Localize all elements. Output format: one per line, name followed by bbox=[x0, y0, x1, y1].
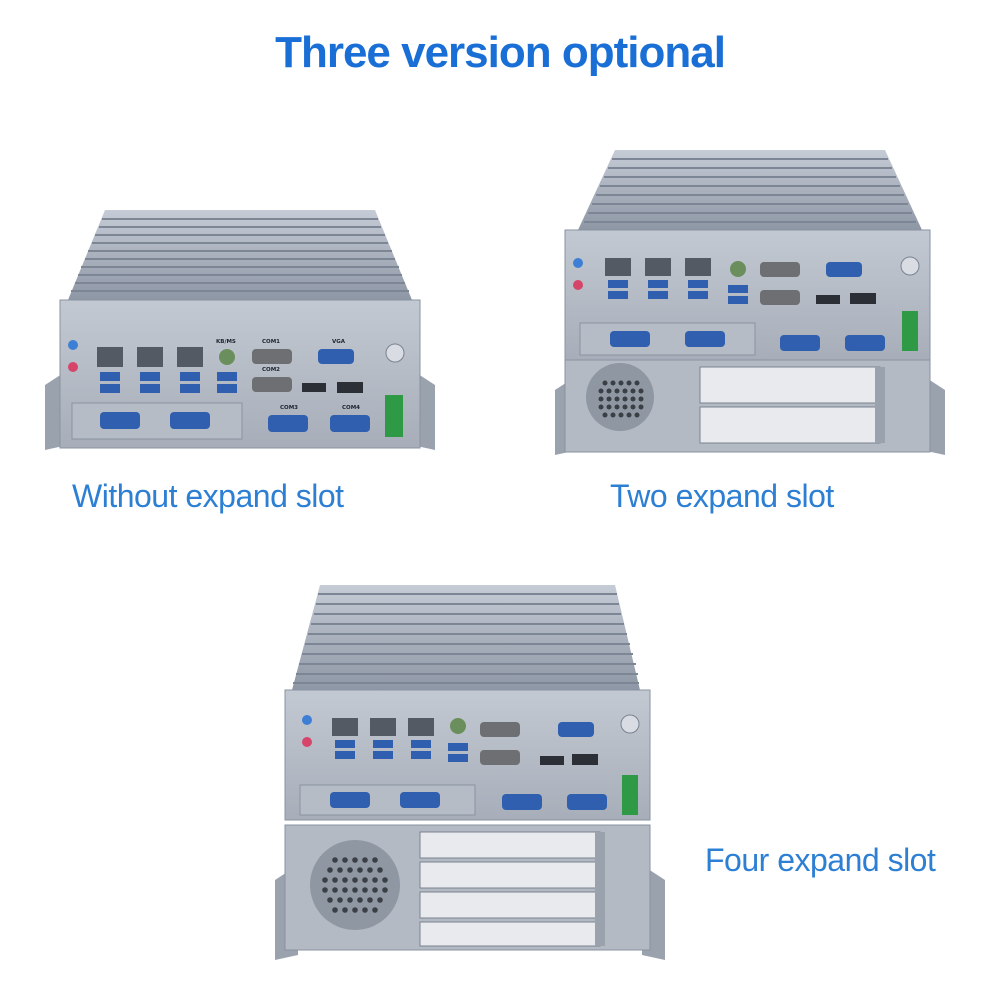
mini-pc-four-expand-slot bbox=[270, 580, 670, 965]
chassis-illustration: KB/MS COM1 COM2 VGA COM3 COM4 bbox=[45, 210, 435, 450]
caption-two-expand-slot: Two expand slot bbox=[610, 478, 834, 514]
com4-label: COM4 bbox=[342, 405, 360, 411]
com3-label: COM3 bbox=[280, 405, 298, 411]
caption-without-expand-slot: Without expand slot bbox=[72, 478, 344, 514]
mini-pc-two-expand-slot bbox=[550, 145, 950, 460]
com2-label: COM2 bbox=[262, 367, 280, 373]
caption-four-expand-slot: Four expand slot bbox=[705, 842, 936, 878]
vga-label: VGA bbox=[332, 339, 346, 345]
page-title: Three version optional bbox=[275, 28, 726, 77]
chassis-illustration bbox=[555, 150, 945, 455]
kbms-label: KB/MS bbox=[216, 339, 236, 345]
mini-pc-without-expand-slot: KB/MS COM1 COM2 VGA COM3 COM4 bbox=[40, 205, 440, 455]
com1-label: COM1 bbox=[262, 339, 280, 345]
chassis-illustration bbox=[275, 585, 665, 960]
